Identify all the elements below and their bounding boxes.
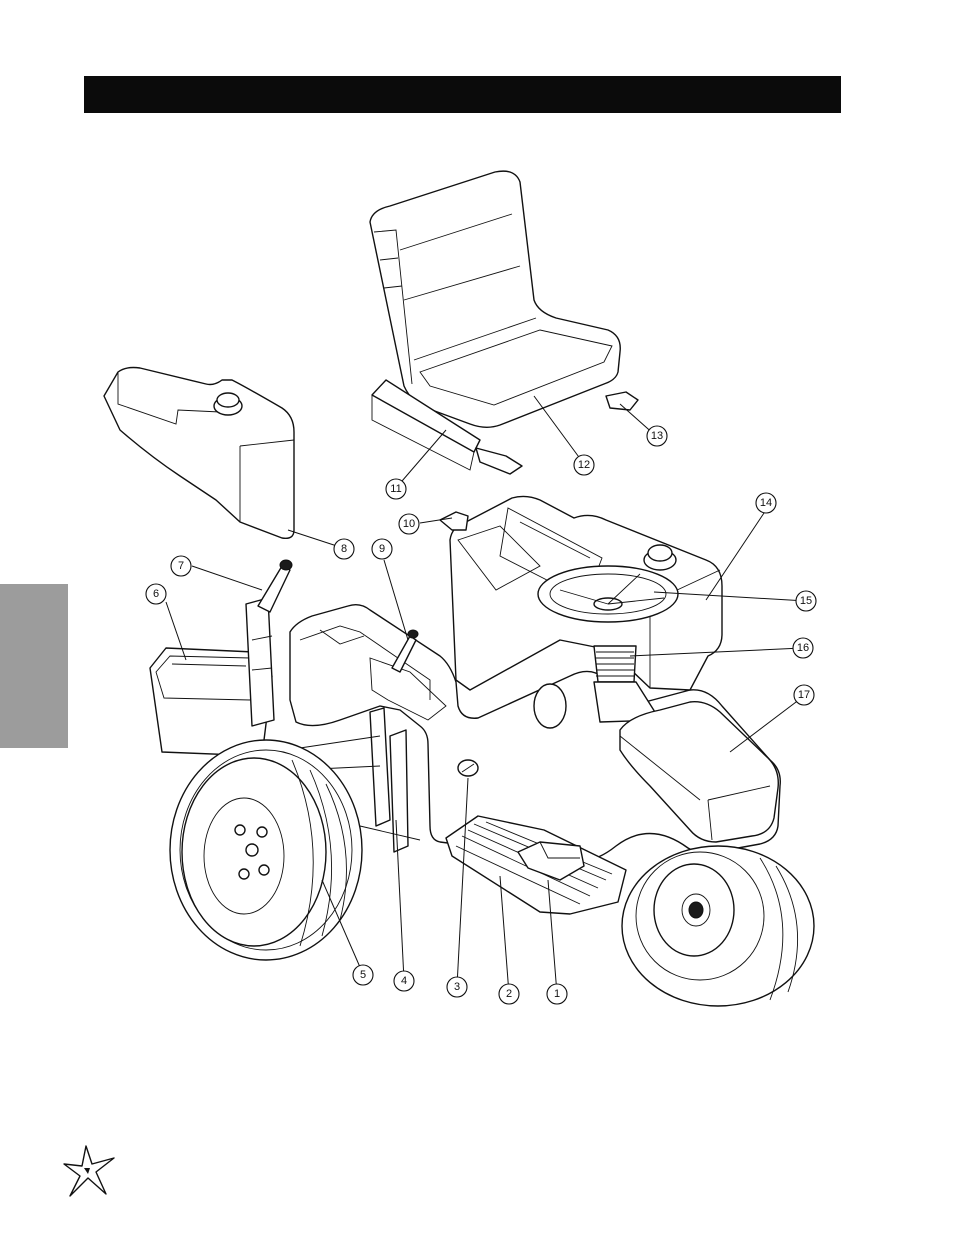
callout-16: 16 (793, 638, 813, 658)
callout-label: 6 (153, 588, 159, 600)
callout-6: 6 (146, 584, 166, 604)
callout-label: 8 (341, 543, 347, 555)
callout-label: 3 (454, 981, 460, 993)
callout-label: 16 (797, 642, 809, 654)
callout-8: 8 (334, 539, 354, 559)
callout-label: 14 (760, 497, 772, 509)
star-burst-logo-icon (56, 1138, 118, 1200)
right-wheel (622, 846, 814, 1006)
callout-3: 3 (447, 977, 467, 997)
fender-tank (104, 368, 294, 539)
callout-10: 10 (399, 514, 419, 534)
callout-2: 2 (499, 984, 519, 1004)
callout-label: 13 (651, 430, 663, 442)
callout-12: 12 (574, 455, 594, 475)
callout-label: 4 (401, 975, 407, 987)
callout-17: 17 (794, 685, 814, 705)
callout-label: 15 (800, 595, 812, 607)
lever-bracket (246, 560, 292, 726)
callout-label: 1 (554, 988, 560, 1000)
callout-label: 5 (360, 969, 366, 981)
left-wheel (170, 740, 362, 960)
callout-5: 5 (353, 965, 373, 985)
callout-label: 17 (798, 689, 810, 701)
callout-14: 14 (756, 493, 776, 513)
callout-9: 9 (372, 539, 392, 559)
callout-label: 10 (403, 518, 415, 530)
seat (370, 171, 638, 474)
callout-label: 12 (578, 459, 590, 471)
callout-label: 11 (390, 483, 401, 495)
callout-4: 4 (394, 971, 414, 991)
callout-1: 1 (547, 984, 567, 1004)
callout-11: 11 (386, 479, 406, 499)
callout-15: 15 (796, 591, 816, 611)
callout-label: 7 (178, 560, 184, 572)
callout-label: 2 (506, 988, 512, 1000)
callout-13: 13 (647, 426, 667, 446)
callout-label: 9 (379, 543, 385, 555)
callout-7: 7 (171, 556, 191, 576)
